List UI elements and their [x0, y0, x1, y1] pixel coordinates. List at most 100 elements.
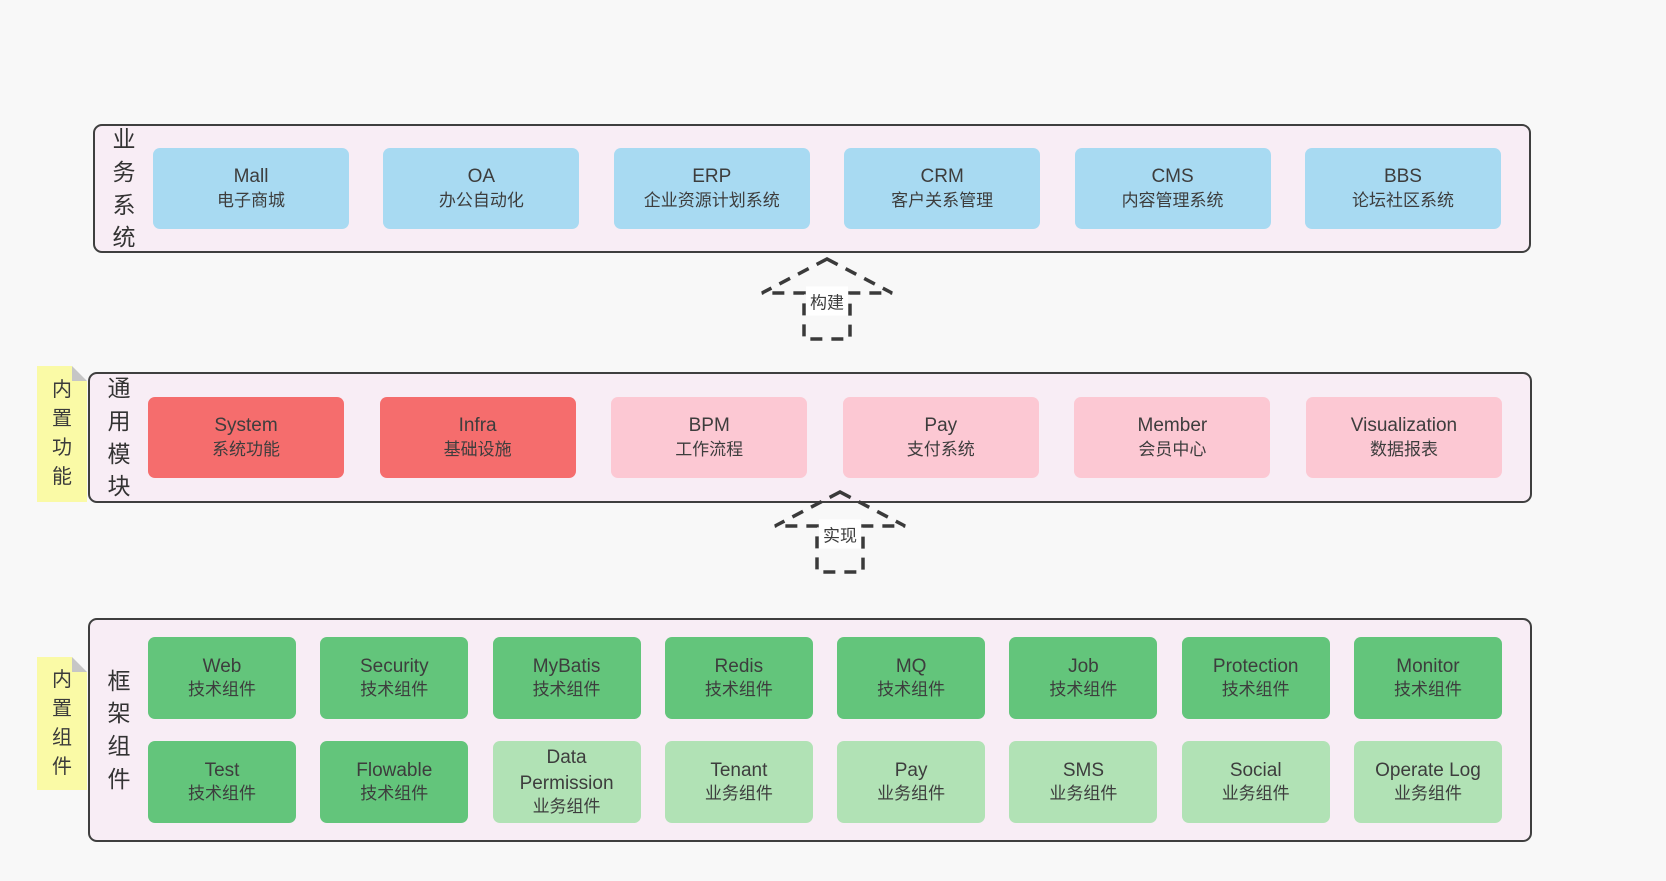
- box-subtitle: 会员中心: [1138, 439, 1207, 459]
- box-subtitle: 技术组件: [360, 680, 429, 700]
- module-box-flowable: Flowable 技术组件: [320, 741, 469, 823]
- implement-arrow-label: 实现: [819, 519, 861, 549]
- module-box-tenant: Tenant 业务组件: [664, 741, 813, 823]
- box-title: Tenant: [710, 759, 768, 781]
- builtin-components-note: 内置组件: [37, 657, 87, 790]
- box-title: Monitor: [1396, 655, 1460, 677]
- box-subtitle: 业务组件: [877, 784, 946, 804]
- box-subtitle: 技术组件: [360, 784, 429, 804]
- box-subtitle: 业务组件: [1049, 784, 1118, 804]
- box-subtitle: 工作流程: [675, 439, 744, 459]
- layer-label-text: 通用模块: [107, 375, 131, 500]
- module-box-web: Web 技术组件: [148, 637, 296, 719]
- box-title: Pay: [924, 415, 958, 437]
- box-subtitle: 业务组件: [532, 797, 601, 817]
- box-title: Member: [1137, 415, 1208, 437]
- layer-label-text: 框架组件: [107, 667, 131, 792]
- box-title: OA: [467, 166, 496, 188]
- note-text: 内置组件: [52, 668, 72, 778]
- box-subtitle: 支付系统: [906, 439, 975, 459]
- box-subtitle: 业务组件: [704, 784, 773, 804]
- module-box-pay: Pay 业务组件: [837, 741, 986, 823]
- box-title: Redis: [714, 655, 764, 677]
- box-subtitle: 内容管理系统: [1121, 190, 1224, 210]
- box-subtitle: 业务组件: [1393, 784, 1462, 804]
- box-subtitle: 技术组件: [877, 680, 946, 700]
- box-title: Operate Log: [1375, 759, 1481, 781]
- module-box-mq: MQ 技术组件: [837, 637, 986, 719]
- box-title: BBS: [1383, 166, 1422, 188]
- box-subtitle: 办公自动化: [438, 190, 524, 210]
- box-title: Social: [1229, 759, 1282, 781]
- module-box-mybatis: MyBatis 技术组件: [492, 637, 641, 719]
- module-box-monitor: Monitor 技术组件: [1353, 637, 1502, 719]
- box-subtitle: 技术组件: [188, 784, 256, 804]
- box-title: Infra: [458, 415, 497, 437]
- box-title: Mall: [233, 166, 269, 188]
- box-title: ERP: [692, 166, 732, 188]
- box-subtitle: 系统功能: [212, 439, 280, 459]
- builtin-functions-note: 内置功能: [37, 366, 87, 502]
- box-subtitle: 技术组件: [532, 680, 601, 700]
- box-subtitle: 企业资源计划系统: [643, 190, 780, 210]
- box-title: MyBatis: [532, 655, 601, 677]
- box-title: BPM: [688, 415, 730, 437]
- build-arrow-label: 构建: [806, 286, 848, 316]
- module-box-protection: Protection 技术组件: [1181, 637, 1330, 719]
- module-box-sms: SMS 业务组件: [1009, 741, 1158, 823]
- box-subtitle: 技术组件: [1393, 680, 1462, 700]
- box-subtitle: 基础设施: [443, 439, 512, 459]
- box-subtitle: 技术组件: [188, 680, 256, 700]
- module-box-operate-log: Operate Log 业务组件: [1353, 741, 1502, 823]
- box-title: Protection: [1212, 655, 1299, 677]
- box-title: Data Permission: [519, 746, 614, 794]
- module-box-security: Security 技术组件: [320, 637, 469, 719]
- implement-arrow: 实现: [772, 489, 908, 576]
- box-title: SMS: [1062, 759, 1104, 781]
- box-subtitle: 数据报表: [1369, 439, 1438, 459]
- box-title: Web: [202, 655, 242, 677]
- box-subtitle: 技术组件: [704, 680, 773, 700]
- box-title: CMS: [1151, 166, 1194, 188]
- layer-framework-label: 框架组件: [90, 620, 148, 840]
- box-title: Security: [359, 655, 429, 677]
- box-subtitle: 技术组件: [1221, 680, 1290, 700]
- layer-business-label: 业务系统: [95, 126, 153, 251]
- box-subtitle: 论坛社区系统: [1351, 190, 1454, 210]
- note-text: 内置功能: [52, 379, 72, 488]
- box-title: Pay: [894, 759, 928, 781]
- box-title: System: [214, 415, 278, 437]
- module-box-redis: Redis 技术组件: [664, 637, 813, 719]
- box-subtitle: 客户关系管理: [891, 190, 994, 210]
- box-title: Flowable: [356, 759, 433, 781]
- box-title: Visualization: [1350, 415, 1458, 437]
- build-arrow: 构建: [759, 256, 895, 343]
- layer-modules-label: 通用模块: [90, 374, 148, 501]
- layer-label-text: 业务系统: [112, 126, 136, 251]
- box-title: MQ: [895, 655, 927, 677]
- box-subtitle: 技术组件: [1049, 680, 1118, 700]
